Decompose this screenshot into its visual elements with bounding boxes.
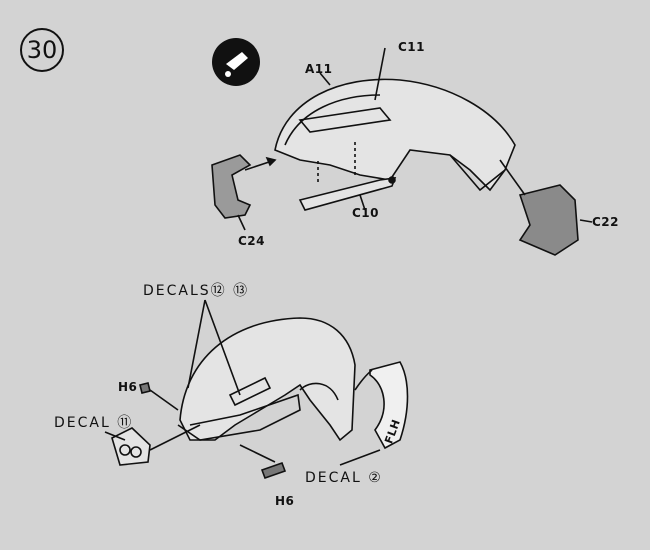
label-h6-top: H6: [118, 380, 138, 394]
part-c10: [298, 140, 397, 211]
label-a11: A11: [305, 62, 333, 76]
label-c22: C22: [592, 215, 620, 229]
step-number: 30: [20, 28, 64, 72]
fender-assembled: [177, 317, 356, 442]
part-c24: [211, 154, 277, 219]
cement-tube-icon: [212, 38, 260, 86]
label-decals-12-13: DECALS⑫ ⑬: [143, 283, 250, 299]
label-c11: C11: [398, 40, 426, 54]
fender-part-a11: [274, 78, 516, 192]
part-c22: [499, 159, 593, 256]
label-decal-2: DECAL ②: [305, 470, 383, 486]
decal-flh: [369, 361, 409, 450]
label-c24: C24: [238, 234, 266, 248]
label-decal-11: DECAL ⑪: [54, 415, 134, 431]
label-h6-bottom: H6: [275, 494, 295, 508]
label-c10: C10: [352, 206, 380, 220]
